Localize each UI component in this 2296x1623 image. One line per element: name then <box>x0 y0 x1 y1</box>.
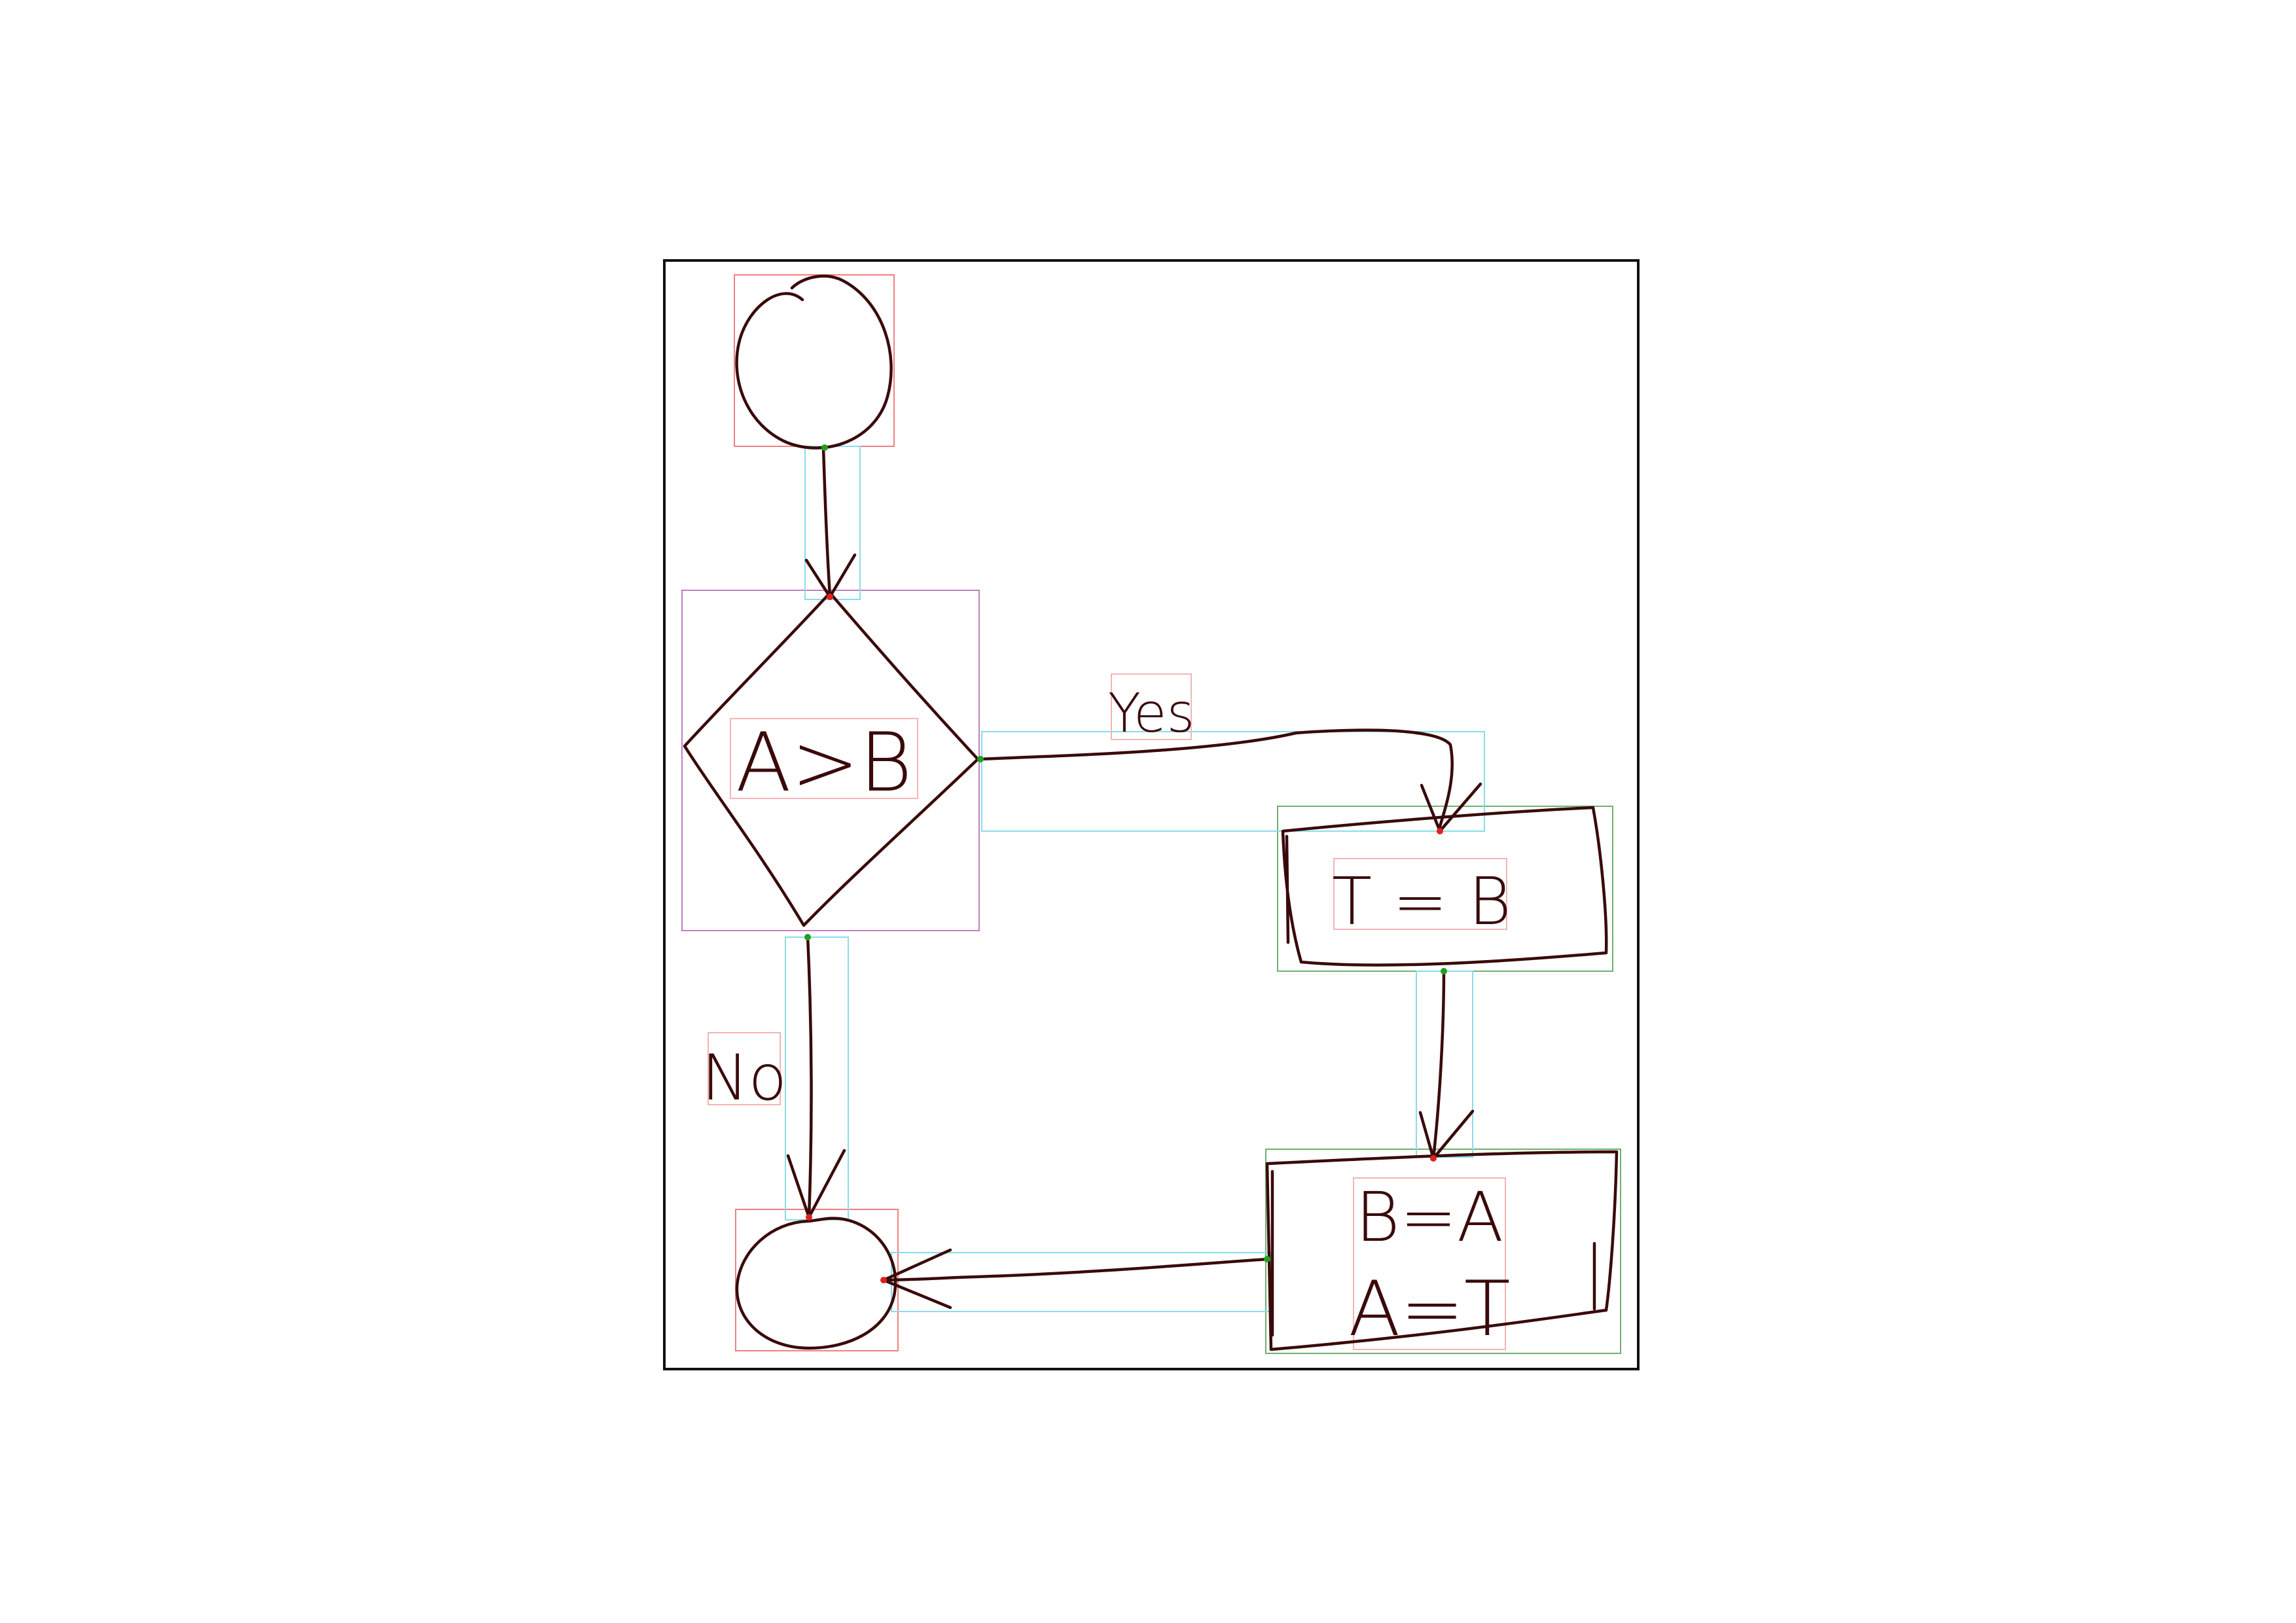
start-terminal-shape <box>735 274 893 450</box>
edge-yes-label: Yes <box>1108 683 1194 745</box>
bbox-text-process-t <box>1333 858 1507 930</box>
point-end-right <box>880 1277 887 1283</box>
process-t-label: T = B <box>1332 863 1511 940</box>
point-process-swap-left <box>1264 1256 1270 1262</box>
bbox-text-process-swap <box>1353 1177 1506 1350</box>
edge-no-label: No <box>702 1041 787 1115</box>
point-decision-bottom <box>804 934 811 940</box>
connection-points <box>804 444 1447 1283</box>
process-swap-line-2: A=T <box>1348 1265 1510 1353</box>
bbox-text-decision <box>730 718 918 799</box>
diagram-frame <box>663 259 1640 1370</box>
point-process-t-bottom <box>1441 968 1447 974</box>
decision-label: A>B <box>736 716 912 810</box>
arrow-t-to-swap <box>1418 969 1475 1160</box>
point-decision-right <box>977 756 984 762</box>
bbox-text-yes <box>1111 673 1192 740</box>
point-start-bottom <box>821 444 828 451</box>
bbox-text-no <box>708 1032 781 1105</box>
arrow-start-to-decision <box>804 446 857 599</box>
process-swap-shape <box>1265 1150 1619 1351</box>
point-end-top <box>806 1214 812 1221</box>
process-swap-line-1: B=A <box>1355 1177 1503 1257</box>
point-process-t-top <box>1437 828 1443 834</box>
bbox-process-swap <box>1265 1149 1621 1354</box>
bbox-arrow-start-decision <box>804 446 861 600</box>
point-decision-top <box>827 594 833 600</box>
arrow-swap-to-end <box>882 1248 1269 1310</box>
point-process-swap-top <box>1430 1155 1437 1162</box>
end-terminal-shape <box>735 1217 897 1350</box>
decision-shape <box>683 591 980 927</box>
arrow-yes <box>977 728 1482 833</box>
bbox-arrow-swap-end <box>891 1252 1272 1312</box>
bbox-arrow-yes <box>981 731 1485 832</box>
process-t-shape <box>1281 806 1608 967</box>
arrow-no <box>786 934 846 1219</box>
